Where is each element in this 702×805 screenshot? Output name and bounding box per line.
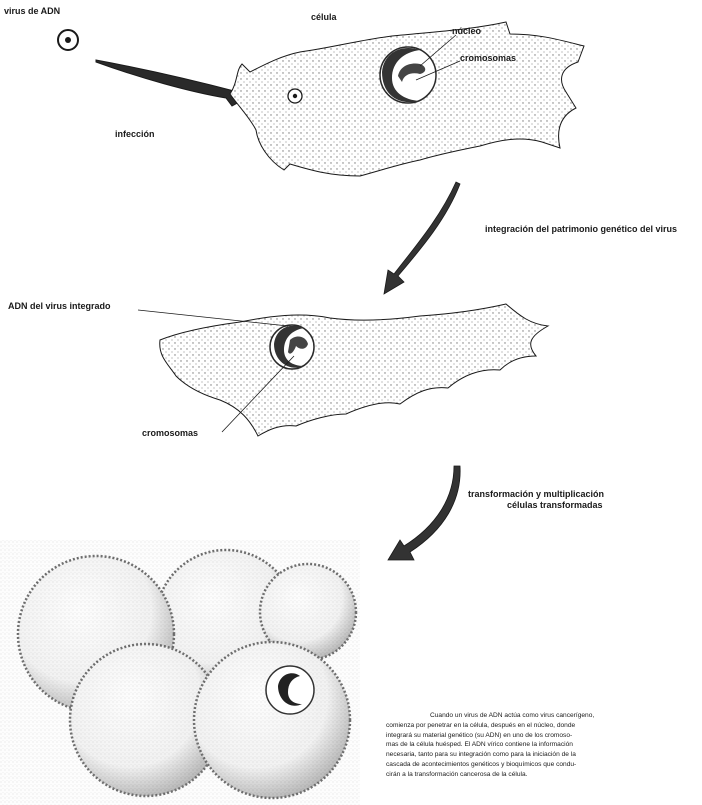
chromosomes-label: cromosomas: [460, 53, 516, 63]
caption-line: comienza por penetrar en la célula, desp…: [386, 721, 698, 731]
transformed-cell-nucleus: [266, 666, 314, 714]
caption-line: necesaria, tanto para su integración com…: [386, 750, 698, 760]
infection-arrow: [96, 60, 250, 106]
caption-line: Cuando un virus de ADN actúa como virus …: [386, 711, 698, 721]
integrated-dna-label: ADN del virus integrado: [8, 301, 111, 311]
cell-label: célula: [311, 12, 337, 22]
caption-line: mas de la célula huésped. El ADN vírico …: [386, 740, 698, 750]
caption-line: integrará su material genético (su ADN) …: [386, 731, 698, 741]
integration-arrow: [384, 182, 460, 294]
caption-line: cirán a la transformación cancerosa de l…: [386, 770, 698, 780]
cell-2: [160, 304, 548, 436]
infection-label: infección: [115, 129, 155, 139]
transformation-label-line2: células transformadas: [507, 500, 603, 510]
transformed-cell-cluster: [0, 540, 360, 805]
transformation-arrow: [388, 466, 460, 560]
virus-label: virus de ADN: [4, 6, 60, 16]
nucleus-label: núcleo: [452, 26, 481, 36]
virus-particle: [58, 30, 78, 50]
transformation-label-line1: transformación y multiplicación: [468, 489, 604, 499]
caption-paragraph: Cuando un virus de ADN actúa como virus …: [386, 711, 698, 780]
integration-label: integración del patrimonio genético del …: [485, 224, 677, 234]
cell-1-virus: [288, 89, 302, 103]
chromosomes-2-label: cromosomas: [142, 428, 198, 438]
nucleus-2: [270, 325, 314, 369]
caption-line: cascada de acontecimientos genéticos y b…: [386, 760, 698, 770]
